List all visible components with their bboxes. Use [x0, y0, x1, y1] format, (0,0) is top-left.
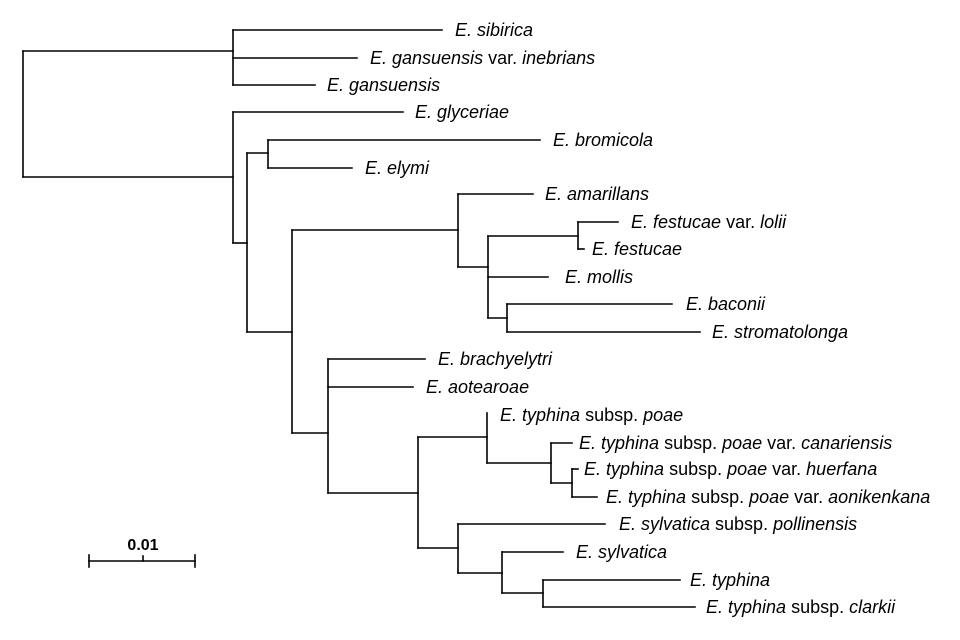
taxon-label-e-stromatolonga: E. stromatolonga: [712, 322, 848, 342]
taxon-label-e-typhina: E. typhina: [690, 570, 770, 590]
taxon-label-e-typhina-subsp-poae: E. typhina subsp. poae: [500, 405, 683, 425]
taxon-label-e-brachyelytri: E. brachyelytri: [438, 349, 553, 369]
taxon-label-e-festucae: E. festucae: [592, 239, 682, 259]
taxon-label-e-gansuensis-var-inebrians: E. gansuensis var. inebrians: [370, 48, 595, 68]
taxon-label-e-typhina-subsp-clarkii: E. typhina subsp. clarkii: [706, 597, 896, 617]
taxon-label-e-typhina-subsp-poae-var-canariensis: E. typhina subsp. poae var. canariensis: [579, 433, 892, 453]
taxon-label-e-festucae-var-lolii: E. festucae var. lolii: [631, 212, 787, 232]
taxon-label-e-gansuensis: E. gansuensis: [327, 75, 440, 95]
scale-bar-label: 0.01: [127, 537, 158, 554]
taxon-label-e-baconii: E. baconii: [686, 294, 766, 314]
taxon-label-e-sibirica: E. sibirica: [455, 20, 533, 40]
taxon-label-e-sylvatica: E. sylvatica: [576, 542, 667, 562]
taxon-label-e-elymi: E. elymi: [365, 158, 430, 178]
tree-edges: [22, 29, 579, 608]
taxon-label-e-aotearoae: E. aotearoae: [426, 377, 529, 397]
taxon-label-e-mollis: E. mollis: [565, 267, 633, 287]
taxon-label-e-amarillans: E. amarillans: [545, 184, 649, 204]
taxon-labels: E. sibirica E. gansuensis var. inebriansE…: [327, 20, 930, 617]
tree-branches: [232, 29, 701, 608]
taxon-label-e-sylvatica-subsp-pollinensis: E. sylvatica subsp. pollinensis: [619, 514, 857, 534]
taxon-label-e-typhina-subsp-poae-var-aonikenkana: E. typhina subsp. poae var. aonikenkana: [606, 487, 930, 507]
taxon-label-e-bromicola: E. bromicola: [553, 130, 653, 150]
taxon-label-e-glyceriae: E. glyceriae: [415, 102, 509, 122]
taxon-label-e-typhina-subsp-poae-var-huerfana: E. typhina subsp. poae var. huerfana: [584, 459, 877, 479]
scale-bar: 0.01: [88, 537, 196, 568]
